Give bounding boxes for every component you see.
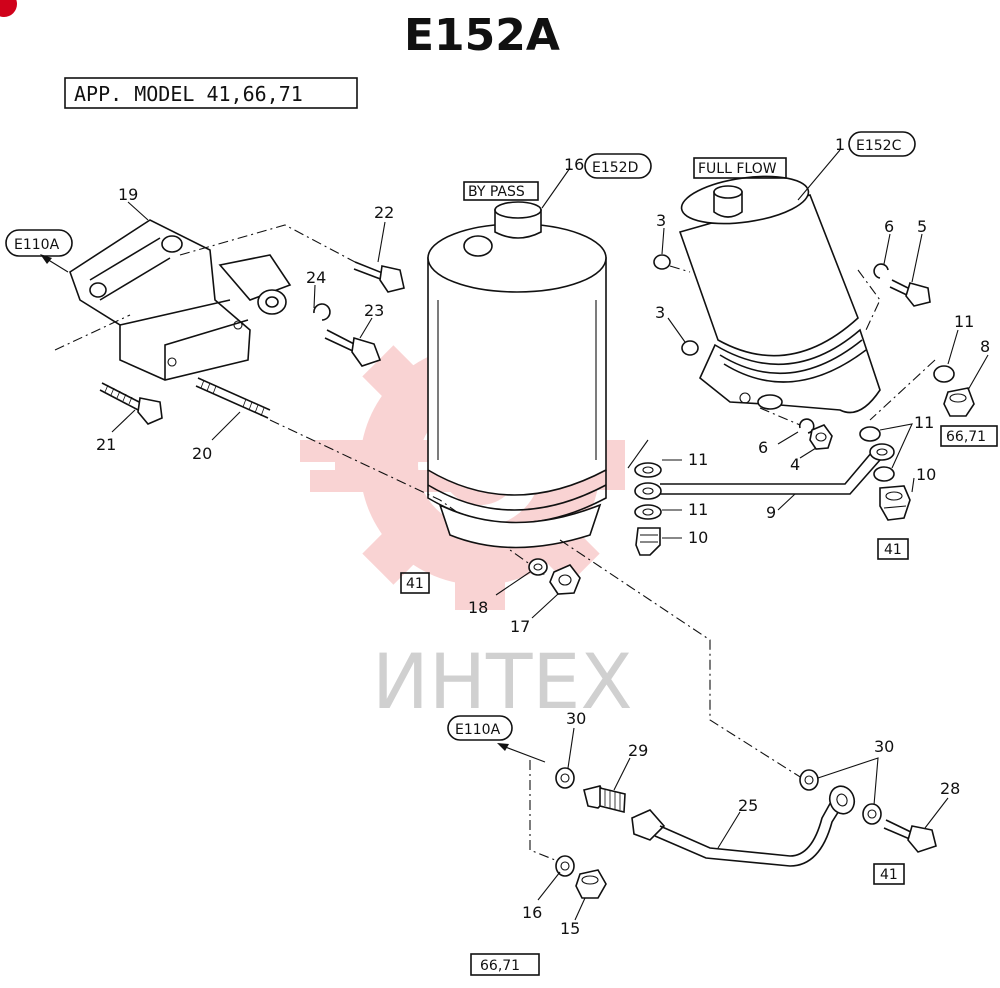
model-41-a: 41 xyxy=(406,576,424,592)
app-model-box xyxy=(64,77,358,109)
bolt-22 xyxy=(353,261,405,293)
washer-18 xyxy=(528,558,548,576)
part-17: 17 xyxy=(510,617,530,636)
pipe-9 xyxy=(660,443,895,495)
part-11c: 11 xyxy=(688,500,708,519)
plug-15 xyxy=(575,869,607,899)
ref-e152c: E152C xyxy=(856,138,902,154)
part-5: 5 xyxy=(917,217,927,236)
nut-17 xyxy=(549,564,581,595)
part-28: 28 xyxy=(940,779,960,798)
part-11d: 11 xyxy=(954,312,974,331)
part-9: 9 xyxy=(766,503,776,522)
part-4: 4 xyxy=(790,455,800,474)
ref-e110a-bottom: E110A xyxy=(455,722,501,738)
washer-3a xyxy=(653,254,671,270)
washer-30b xyxy=(799,769,819,791)
by-pass-label: BY PASS xyxy=(468,184,525,200)
part-18: 18 xyxy=(468,598,488,617)
app-model-label: APP. MODEL 41,66,71 xyxy=(74,82,303,106)
full-flow-box xyxy=(693,157,787,179)
watermark-text: ИНТЕХ xyxy=(372,637,633,726)
part-15: 15 xyxy=(560,919,580,938)
model-41-c-box xyxy=(873,863,905,885)
washer-16b xyxy=(555,855,575,877)
part-16a: 16 xyxy=(564,155,584,174)
model-6671-b-box xyxy=(470,953,540,976)
part-21: 21 xyxy=(96,435,116,454)
part-23: 23 xyxy=(364,301,384,320)
bolt-10b xyxy=(879,485,911,521)
part-29: 29 xyxy=(628,741,648,760)
ref-e152c-badge xyxy=(848,131,916,157)
part-11e: 11 xyxy=(914,413,934,432)
bolt-23 xyxy=(324,329,382,367)
model-6671-b: 66,71 xyxy=(480,958,520,974)
washer-24 xyxy=(313,303,331,321)
pipe-25 xyxy=(631,785,856,867)
part-25: 25 xyxy=(738,796,758,815)
bolt-28 xyxy=(883,819,937,853)
bypass-filter-16 xyxy=(427,201,607,549)
ref-e152d-badge xyxy=(584,153,652,179)
gasket-11d xyxy=(933,365,955,383)
part-6b: 6 xyxy=(758,438,768,457)
bracket-19 xyxy=(69,219,292,381)
gasket-11a xyxy=(634,462,662,478)
corner-badge xyxy=(0,0,17,17)
washer-3b xyxy=(681,340,699,356)
full-flow-filter-1 xyxy=(678,175,881,414)
part-10b: 10 xyxy=(916,465,936,484)
bolt-5 xyxy=(889,279,931,307)
model-41-a-box xyxy=(400,572,430,594)
part-30b: 30 xyxy=(874,737,894,756)
part-19: 19 xyxy=(118,185,138,204)
part-20: 20 xyxy=(192,444,212,463)
part-10a: 10 xyxy=(688,528,708,547)
washer-30a xyxy=(555,767,575,789)
part-3a: 3 xyxy=(656,211,666,230)
part-30a: 30 xyxy=(566,709,586,728)
nut-4 xyxy=(809,424,833,450)
part-1: 1 xyxy=(835,135,845,154)
model-6671-a: 66,71 xyxy=(946,429,986,445)
bolt-10a xyxy=(635,527,661,556)
full-flow-label: FULL FLOW xyxy=(698,161,777,177)
part-3b: 3 xyxy=(655,303,665,322)
part-24: 24 xyxy=(306,268,326,287)
model-6671-a-box xyxy=(940,425,998,447)
part-8: 8 xyxy=(980,337,990,356)
part-22: 22 xyxy=(374,203,394,222)
gasket-11e xyxy=(859,426,881,442)
part-6a: 6 xyxy=(884,217,894,236)
model-41-b-box xyxy=(877,538,909,560)
ref-e110a-top: E110A xyxy=(14,237,60,253)
model-41-c: 41 xyxy=(880,867,898,883)
stud-20 xyxy=(195,377,271,419)
part-16b: 16 xyxy=(522,903,542,922)
adapter-29 xyxy=(583,785,626,814)
washer-6a xyxy=(873,263,889,279)
ref-e110a-bottom-badge xyxy=(447,715,513,741)
gasket-11f xyxy=(873,466,895,482)
plug-8 xyxy=(943,387,975,417)
part-11a: 11 xyxy=(688,450,708,469)
gasket-11c xyxy=(634,504,662,520)
gasket-11b xyxy=(634,482,662,500)
ref-e110a-top-badge xyxy=(5,229,73,257)
page-title: E152A xyxy=(404,10,560,61)
ref-e152d: E152D xyxy=(592,160,638,176)
by-pass-box xyxy=(463,181,539,201)
dash-bracket xyxy=(54,224,356,351)
washer-30c xyxy=(862,803,882,825)
bolt-21 xyxy=(99,382,163,425)
model-41-b: 41 xyxy=(884,542,902,558)
